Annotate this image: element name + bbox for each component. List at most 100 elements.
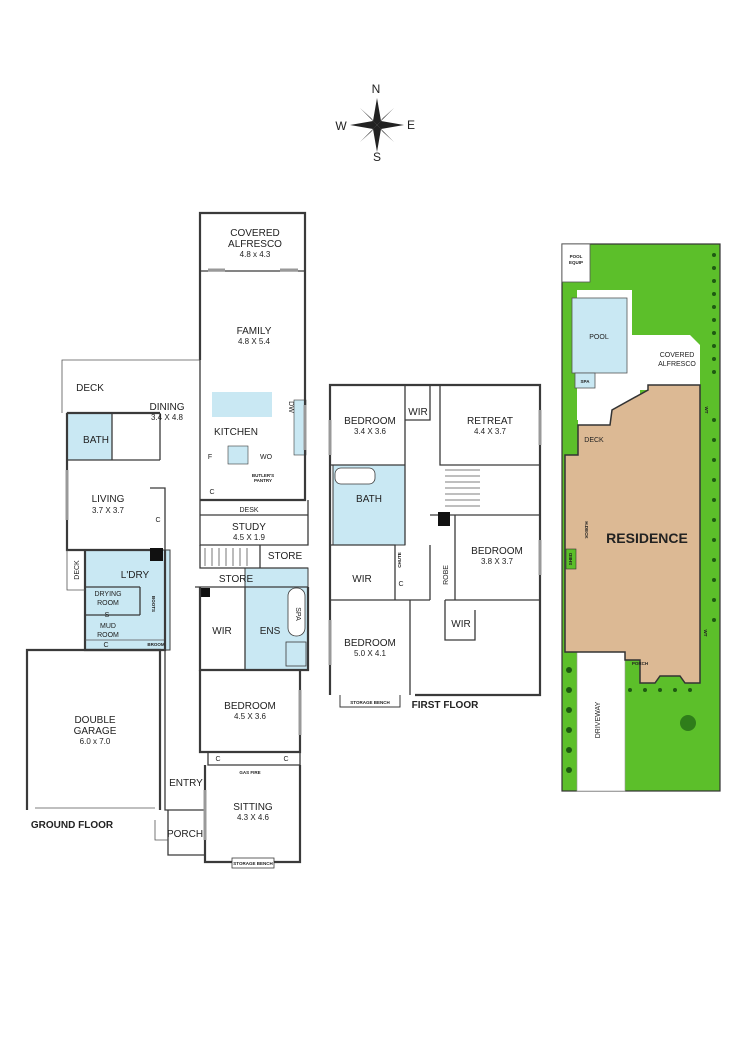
chute-label: CHUTE — [397, 552, 402, 568]
laundry-name: L'DRY — [121, 570, 150, 581]
ground-bedroom-dims: 4.5 X 3.6 — [234, 712, 267, 721]
driveway-label: DRIVEWAY — [595, 701, 602, 738]
dw-label: DW — [287, 401, 294, 413]
ground-bath-name: BATH — [83, 435, 109, 446]
retreat-dims: 4.4 X 3.7 — [474, 427, 507, 436]
compass-ne-point — [377, 108, 394, 125]
shed-label: SHED — [568, 552, 573, 565]
wir2-outline — [330, 544, 396, 600]
first-floor-outline — [328, 383, 542, 697]
family-name: FAMILY — [237, 326, 272, 337]
bedroom1-dims: 3.4 X 3.6 — [354, 427, 387, 436]
porch-outline — [167, 810, 205, 856]
drying-room-name-1: DRYING — [94, 591, 121, 598]
bedroom2-name: BEDROOM — [471, 546, 523, 557]
porch-name: PORCH — [167, 829, 203, 840]
first-floor-plan: BEDROOM 3.4 X 3.6 WIR RETREAT 4.4 X 3.7 … — [328, 383, 542, 711]
study-outline — [199, 500, 309, 546]
garage-outline — [25, 648, 162, 810]
hedge-dots — [566, 253, 716, 773]
wir3-outline — [444, 600, 476, 641]
side-deck-outline — [66, 550, 85, 591]
living-east-wall — [150, 487, 166, 550]
ground-floor-plan: COVERED ALFRESCO 4.8 x 4.3 FAMILY 4.8 X … — [25, 211, 310, 869]
dining-dims: 3.4 X 4.8 — [151, 413, 184, 422]
store2-name: STORE — [219, 574, 254, 585]
compass-north-point — [373, 98, 381, 125]
tree — [680, 715, 696, 731]
site-porch-label: PORCH — [632, 661, 648, 666]
compass-se-point — [377, 125, 394, 142]
broom-label: BROOM — [147, 642, 165, 647]
garage-name-1: DOUBLE — [74, 715, 115, 726]
store-outline — [199, 545, 308, 569]
boots-label: BOOTS — [151, 596, 156, 612]
side-deck-name: DECK — [74, 560, 81, 580]
compass-nw-point — [360, 108, 377, 125]
first-cupboard-label: C — [398, 581, 403, 588]
ens-name: ENS — [260, 626, 281, 637]
family-dims: 4.8 X 5.4 — [238, 337, 271, 346]
desk-label: DESK — [239, 507, 258, 514]
ground-floor-title: GROUND FLOOR — [31, 820, 114, 831]
study-name: STUDY — [232, 522, 266, 533]
wir1-outline — [405, 385, 431, 421]
living-dims: 3.7 X 3.7 — [92, 506, 125, 515]
first-stairs — [445, 469, 480, 507]
water-tank-label-1: WT — [704, 407, 709, 414]
ground-bedroom-name: BEDROOM — [224, 701, 276, 712]
site-plan: POOL EQUIP POOL SPA COVERED ALFRESCO DEC… — [561, 243, 721, 792]
shed-box — [565, 548, 577, 570]
water-tank-label-2: WT — [703, 630, 708, 637]
compass-rose: N E S W — [335, 82, 415, 164]
shower — [285, 641, 307, 667]
ground-storage-bench-label: STORAGE BENCH — [233, 861, 272, 866]
pool-equip-label-2: EQUIP — [569, 260, 583, 265]
retreat-name: RETREAT — [467, 416, 513, 427]
pool-label: POOL — [589, 334, 609, 341]
butlers-label-2: PANTRY — [254, 478, 272, 483]
sitting-dims: 4.3 X 4.6 — [237, 813, 270, 822]
compass-west-point — [350, 121, 377, 129]
compass-s-label: S — [373, 150, 381, 164]
first-post — [438, 512, 450, 526]
fridge-label: F — [208, 454, 212, 461]
deck-name: DECK — [76, 383, 104, 394]
first-storage-bench-box — [339, 695, 401, 708]
alfresco-name-1: COVERED — [230, 228, 279, 239]
spa-shape — [574, 372, 596, 389]
store1-name: STORE — [268, 551, 303, 562]
mud-room-name-2: ROOM — [97, 632, 119, 639]
sitting-name: SITTING — [233, 802, 273, 813]
ground-post — [201, 588, 210, 597]
wir-ens-outline — [198, 587, 310, 672]
retreat-outline — [439, 385, 540, 466]
wall-oven-label: WO — [260, 454, 273, 461]
ground-storage-bench — [231, 857, 275, 869]
mud-room-name-1: MUD — [100, 623, 116, 630]
alfresco-outline — [198, 211, 307, 360]
wir1-name: WIR — [408, 407, 427, 418]
wir3-name: WIR — [451, 619, 470, 630]
laundry-area — [84, 549, 171, 651]
kitchen-island — [212, 392, 272, 417]
first-bath-name: BATH — [356, 494, 382, 505]
h-deck-label: H.DECK — [584, 521, 589, 539]
family-east-wall — [200, 271, 307, 502]
dining-name: DINING — [150, 402, 185, 413]
first-bathtub — [334, 467, 376, 485]
wir2-name: WIR — [352, 574, 371, 585]
garage-name-2: GARAGE — [74, 726, 117, 737]
porch-step — [154, 820, 168, 841]
pool-shape — [571, 297, 628, 374]
site-deck-label: DECK — [584, 437, 604, 444]
sink-label: S — [105, 612, 110, 619]
bedroom1-name: BEDROOM — [344, 416, 396, 427]
alfresco-name-2: ALFRESCO — [228, 239, 282, 250]
residence-footprint — [564, 384, 701, 684]
deck-outline — [61, 359, 200, 413]
compass-south-point — [373, 125, 381, 152]
first-storage-bench-label: STORAGE BENCH — [350, 700, 389, 705]
compass-n-label: N — [372, 82, 381, 96]
